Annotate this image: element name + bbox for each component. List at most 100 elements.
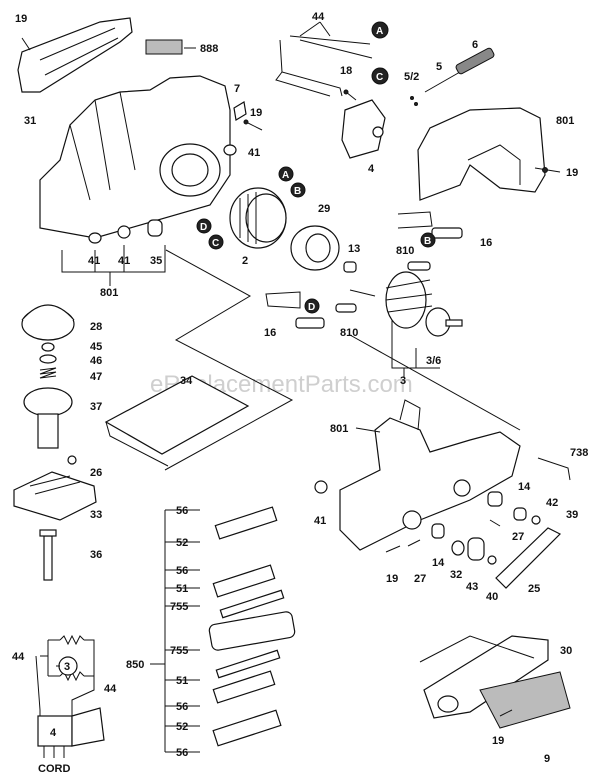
label-39: 39 xyxy=(566,509,578,521)
label-801: 801 xyxy=(330,423,348,435)
part-31-handle-cover xyxy=(17,17,133,93)
part-7-clip xyxy=(233,101,247,121)
label-16: 16 xyxy=(480,237,492,249)
part-44-wire-leads xyxy=(275,35,373,97)
label-41: 41 xyxy=(118,255,130,267)
label-cord: CORD xyxy=(38,763,70,775)
part-30-side-cover xyxy=(423,635,549,719)
connector-D-brush xyxy=(304,298,320,314)
part-37-depth-adjuster xyxy=(23,387,73,449)
label-2: 2 xyxy=(242,255,248,267)
label-19: 19 xyxy=(250,107,262,119)
label-47: 47 xyxy=(90,371,102,383)
label-738: 738 xyxy=(570,447,588,459)
part-32-bearing xyxy=(451,540,465,556)
label-810: 810 xyxy=(396,245,414,257)
label-33: 33 xyxy=(90,509,102,521)
label-5-2: 5/2 xyxy=(404,71,419,83)
part-810-brush-a xyxy=(407,261,431,271)
part-3-armature xyxy=(349,271,463,337)
label-19: 19 xyxy=(492,735,504,747)
part-801-motor-housing xyxy=(39,75,231,239)
connector-C-field xyxy=(208,234,224,250)
label-46: 46 xyxy=(90,355,102,367)
part-34-shoe-plate xyxy=(104,375,250,467)
part-41-nut-d xyxy=(314,480,328,494)
label-25: 25 xyxy=(528,583,540,595)
label-A: A xyxy=(376,26,383,37)
label-36: 36 xyxy=(90,549,102,561)
label-19: 19 xyxy=(386,573,398,585)
part-41-nut-c xyxy=(117,225,131,239)
label-51: 51 xyxy=(176,675,188,687)
label-4: 4 xyxy=(50,727,57,739)
label-C: C xyxy=(376,72,383,83)
part-19-screw-b xyxy=(243,119,263,131)
label-56: 56 xyxy=(176,505,188,517)
label-45: 45 xyxy=(90,341,102,353)
label-56: 56 xyxy=(176,747,188,759)
label-43: 43 xyxy=(466,581,478,593)
part-40-washer xyxy=(487,555,497,565)
part-5-2-cord-ends xyxy=(410,96,418,106)
label-4: 4 xyxy=(368,163,375,175)
label-B: B xyxy=(294,186,301,197)
label-3-6: 3/6 xyxy=(426,355,441,367)
label-9: 9 xyxy=(544,753,550,765)
part-41-nut-b xyxy=(88,232,102,244)
label-13: 13 xyxy=(348,243,360,255)
label-56: 56 xyxy=(176,565,188,577)
label-44: 44 xyxy=(104,683,117,695)
label-810: 810 xyxy=(340,327,358,339)
label-26: 26 xyxy=(90,467,102,479)
label-6: 6 xyxy=(472,39,478,51)
label-3: 3 xyxy=(64,661,70,673)
label-14: 14 xyxy=(518,481,531,493)
part-36-bolt xyxy=(39,529,57,581)
label-19: 19 xyxy=(15,13,27,25)
label-B: B xyxy=(424,236,431,247)
part-5-cord xyxy=(424,71,461,93)
part-2-field-coil xyxy=(229,187,287,249)
part-18-screw xyxy=(343,89,349,95)
label-27: 27 xyxy=(414,573,426,585)
label-29: 29 xyxy=(318,203,330,215)
part-27-screw-b xyxy=(407,539,421,547)
connector-A-wire xyxy=(371,21,389,39)
connector-B-brush xyxy=(420,232,436,248)
part-801-handle xyxy=(417,107,546,201)
part-35-bushing xyxy=(147,219,163,237)
wiring-schematic xyxy=(35,634,105,758)
label-41: 41 xyxy=(248,147,260,159)
label-56: 56 xyxy=(176,701,188,713)
part-810-brush-b xyxy=(335,303,357,313)
label-35: 35 xyxy=(150,255,162,267)
part-33-front-shoe xyxy=(13,471,97,521)
label-801: 801 xyxy=(556,115,574,127)
label-37: 37 xyxy=(90,401,102,413)
label-D: D xyxy=(308,302,315,313)
part-850-blade-assembly xyxy=(208,506,296,747)
label-755: 755 xyxy=(170,601,188,613)
part-46-washer xyxy=(39,354,57,364)
part-29-baffle xyxy=(290,225,340,271)
label-A: A xyxy=(282,170,289,181)
label-D: D xyxy=(200,222,207,233)
label-30: 30 xyxy=(560,645,572,657)
connector-B-field xyxy=(290,182,306,198)
label-27: 27 xyxy=(512,531,524,543)
label-44: 44 xyxy=(312,11,325,23)
label-42: 42 xyxy=(546,497,558,509)
label-31: 31 xyxy=(24,115,36,127)
label-51: 51 xyxy=(176,583,188,595)
label-19: 19 xyxy=(566,167,578,179)
label-5: 5 xyxy=(436,61,442,73)
label-888: 888 xyxy=(200,43,218,55)
part-39-washer xyxy=(531,515,541,525)
part-42-pulley-nut xyxy=(513,507,527,521)
label-41: 41 xyxy=(314,515,326,527)
part-28-knob xyxy=(21,304,75,341)
part-16-brush-holder-a xyxy=(397,211,463,239)
part-14-pulley-b xyxy=(431,523,445,539)
